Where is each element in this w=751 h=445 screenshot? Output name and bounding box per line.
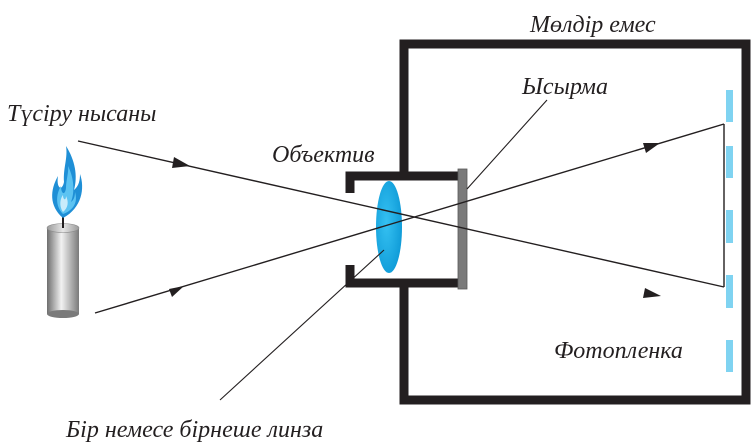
leader-shutter <box>466 99 548 190</box>
ray-arrows <box>169 143 661 298</box>
label-object: Түсіру нысаны <box>7 101 156 127</box>
arrow-ray-bottom-left <box>169 286 184 297</box>
label-lens: Бір немесе бірнеше линза <box>65 417 323 443</box>
leader-lens <box>219 249 385 401</box>
label-objective: Объектив <box>272 142 375 168</box>
lens <box>376 181 402 273</box>
leader-lines <box>219 99 548 401</box>
arrow-ray-top-right <box>643 143 660 153</box>
camera-box <box>399 39 751 405</box>
label-opaque-box: Мөлдір емес <box>529 12 656 38</box>
label-shutter: Ысырма <box>521 74 608 100</box>
flame-icon <box>52 146 83 218</box>
arrow-ray-top-left <box>172 157 190 168</box>
film-strip <box>726 90 733 372</box>
objective-barrel-bottom <box>345 265 463 288</box>
candle-icon <box>46 216 80 318</box>
objective-barrel-top <box>345 171 463 193</box>
arrow-ray-bottom-right <box>643 288 661 298</box>
label-film: Фотопленка <box>554 338 683 364</box>
